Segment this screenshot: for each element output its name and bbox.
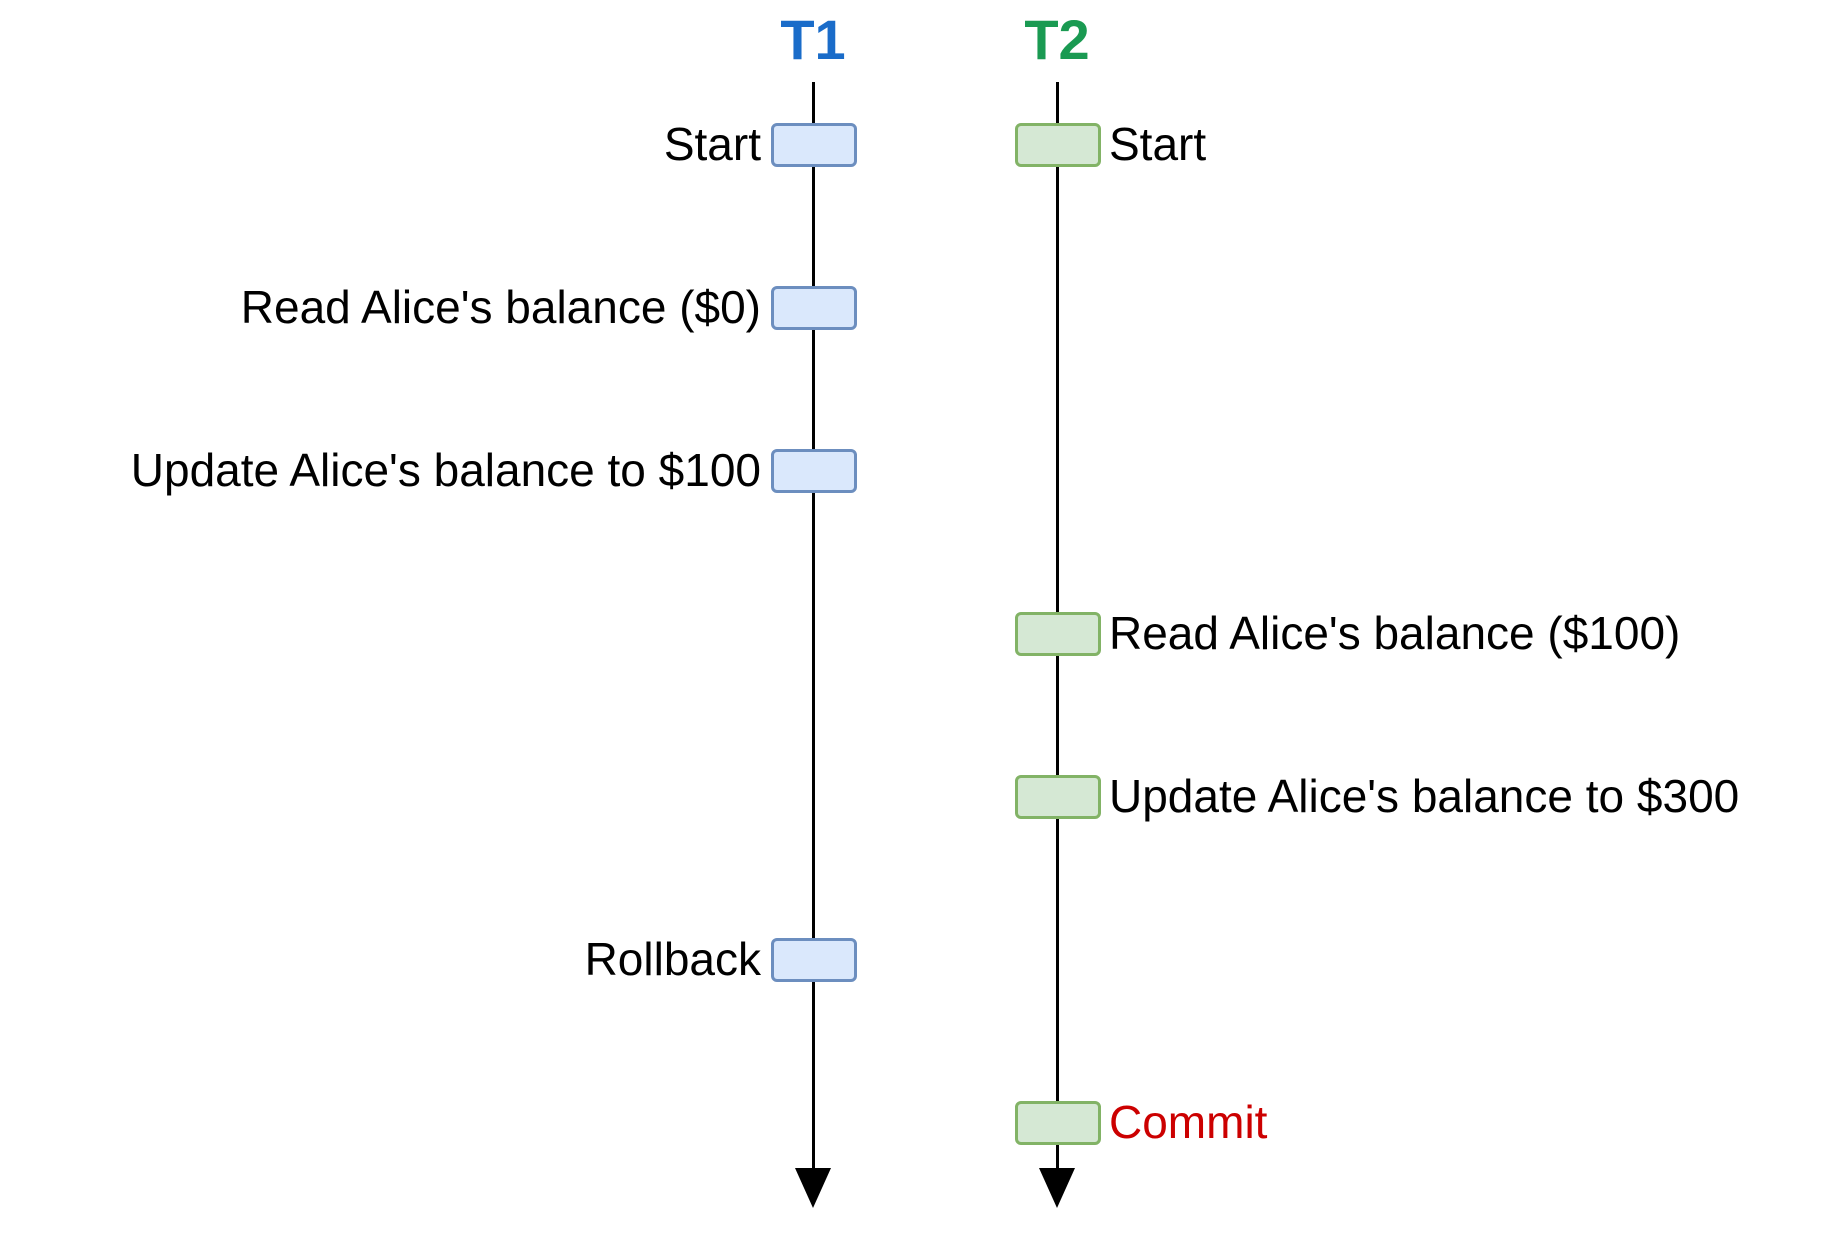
t2-step-label: Commit [1109, 1096, 1268, 1148]
t2-header: T2 [1024, 8, 1090, 71]
t1-arrowhead-icon [795, 1168, 831, 1208]
t1-step-box [771, 449, 857, 493]
t1-step-label: Update Alice's balance to $100 [130, 444, 761, 496]
t2-step-label: Read Alice's balance ($100) [1109, 607, 1681, 659]
t1-step-box [771, 123, 857, 167]
t1-step-box [771, 286, 857, 330]
t2-step-box [1015, 123, 1101, 167]
t1-step-label: Rollback [584, 933, 761, 985]
t1-header: T1 [780, 8, 846, 71]
t2-step-box [1015, 612, 1101, 656]
t2-step-box [1015, 775, 1101, 819]
t1-step-box [771, 938, 857, 982]
t2-arrowhead-icon [1039, 1168, 1075, 1208]
t2-step-label: Start [1109, 118, 1207, 170]
t1-step-label: Read Alice's balance ($0) [240, 281, 761, 333]
t1-step-label: Start [663, 118, 761, 170]
t2-step-label: Update Alice's balance to $300 [1109, 770, 1740, 822]
t1-timeline [811, 82, 815, 1182]
t2-step-box [1015, 1101, 1101, 1145]
